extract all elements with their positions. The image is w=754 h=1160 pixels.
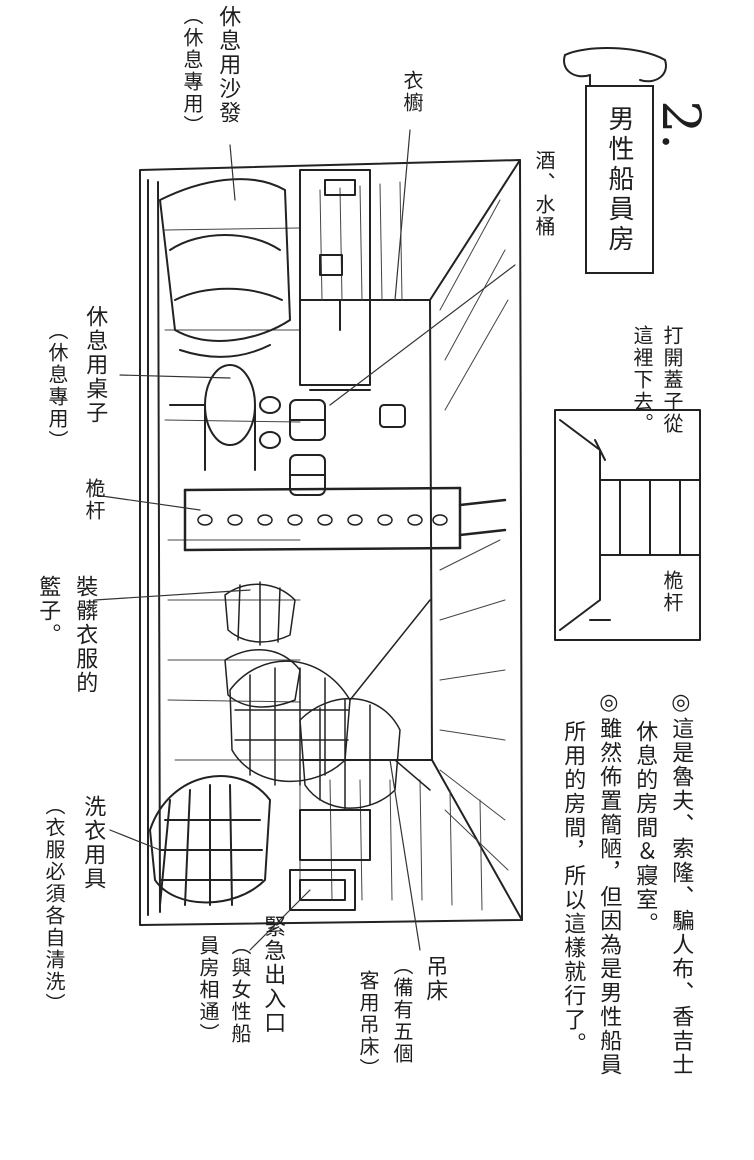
title-box: 男性船員房 xyxy=(585,85,654,274)
floor-planks xyxy=(164,227,301,761)
label-table-text: 休息用桌子 xyxy=(82,305,108,425)
label-exit: 緊急出入口 xyxy=(260,915,285,1035)
label-mast-2-text: 桅杆 xyxy=(660,570,684,614)
wardrobe-drawing xyxy=(299,169,371,391)
label-sofa-text: 休息用沙發 xyxy=(215,5,241,125)
label-table: 休息用桌子 xyxy=(82,305,107,425)
note-line-2-text: 休息的房間＆寢室。 xyxy=(632,720,658,936)
label-barrel: 酒、水桶 xyxy=(532,150,556,238)
label-mast-1: 桅杆 xyxy=(82,478,106,522)
label-barrel-text: 酒、水桶 xyxy=(532,150,556,238)
label-exit-note2: 員房相通） xyxy=(196,935,220,1045)
note-line-3: ◎雖然佈置簡陋，但因為是男性船員 xyxy=(596,690,621,1077)
label-table-note-text: （休息專用） xyxy=(45,320,69,452)
mast-pegs xyxy=(197,514,448,526)
scroll-decoration xyxy=(563,47,667,96)
barrel-drawing xyxy=(289,399,406,496)
note-line-2: 休息的房間＆寢室。 xyxy=(632,720,657,936)
label-basket: 裝髒衣服的 xyxy=(72,575,97,695)
label-sofa: 休息用沙發 xyxy=(215,5,240,125)
label-wardrobe-text: 衣櫥 xyxy=(400,70,424,114)
label-lid2-text: 這裡下去。 xyxy=(630,325,654,435)
label-basket2-text: 籃子。 xyxy=(35,575,61,647)
wall-planks xyxy=(299,181,509,911)
label-laundry-note-text: （衣服必須各自清洗） xyxy=(42,795,66,1015)
label-lid: 打開蓋子從 xyxy=(660,325,684,435)
basket-drawing xyxy=(224,581,301,708)
mast-drawing xyxy=(183,486,507,552)
hammock-drawing xyxy=(229,599,431,811)
label-hammock-text: 吊床 xyxy=(422,955,448,1003)
label-exit-note2-text: 員房相通） xyxy=(196,935,220,1045)
label-table-note: （休息專用） xyxy=(45,320,69,452)
label-exit-text: 緊急出入口 xyxy=(260,915,286,1035)
label-lid-text: 打開蓋子從 xyxy=(660,325,684,435)
label-mast-2: 桅杆 xyxy=(660,570,684,614)
note-line-1: ◎這是魯夫、索隆、騙人布、香吉士 xyxy=(668,690,693,1077)
page-title: 男性船員房 xyxy=(604,104,634,255)
note-line-4: 所用的房間，所以這樣就行了。 xyxy=(560,720,585,1056)
page-number: 2. xyxy=(649,100,710,150)
note-line-3-text: ◎雖然佈置簡陋，但因為是男性船員 xyxy=(596,690,622,1077)
exit-drawing xyxy=(289,809,371,911)
label-laundry-note: （衣服必須各自清洗） xyxy=(42,795,66,1015)
label-exit-note-text: （與女性船 xyxy=(228,935,252,1045)
sofa-drawing xyxy=(159,178,291,358)
label-sofa-note-text: （休息專用） xyxy=(180,5,204,137)
leader-lines xyxy=(94,129,516,951)
label-exit-note: （與女性船 xyxy=(228,935,252,1045)
label-laundry-text: 洗衣用具 xyxy=(80,795,106,891)
label-lid2: 這裡下去。 xyxy=(630,325,654,435)
label-mast-1-text: 桅杆 xyxy=(82,478,106,522)
label-hammock-note2-text: 客用吊床） xyxy=(356,970,380,1080)
label-hammock-note-text: （備有五個 xyxy=(390,955,414,1065)
hatch-drawing xyxy=(554,409,701,641)
note-line-4-text: 所用的房間，所以這樣就行了。 xyxy=(560,720,586,1056)
table-drawing xyxy=(169,364,281,471)
label-hammock-note2: 客用吊床） xyxy=(356,970,380,1080)
label-hammock-note: （備有五個 xyxy=(390,955,414,1065)
laundry-drawing xyxy=(149,775,271,906)
label-sofa-note: （休息專用） xyxy=(180,5,204,137)
label-basket-text: 裝髒衣服的 xyxy=(72,575,98,695)
label-basket2: 籃子。 xyxy=(35,575,60,647)
note-line-1-text: ◎這是魯夫、索隆、騙人布、香吉士 xyxy=(668,690,694,1077)
label-laundry: 洗衣用具 xyxy=(80,795,105,891)
label-hammock: 吊床 xyxy=(422,955,447,1003)
label-wardrobe: 衣櫥 xyxy=(400,70,424,114)
